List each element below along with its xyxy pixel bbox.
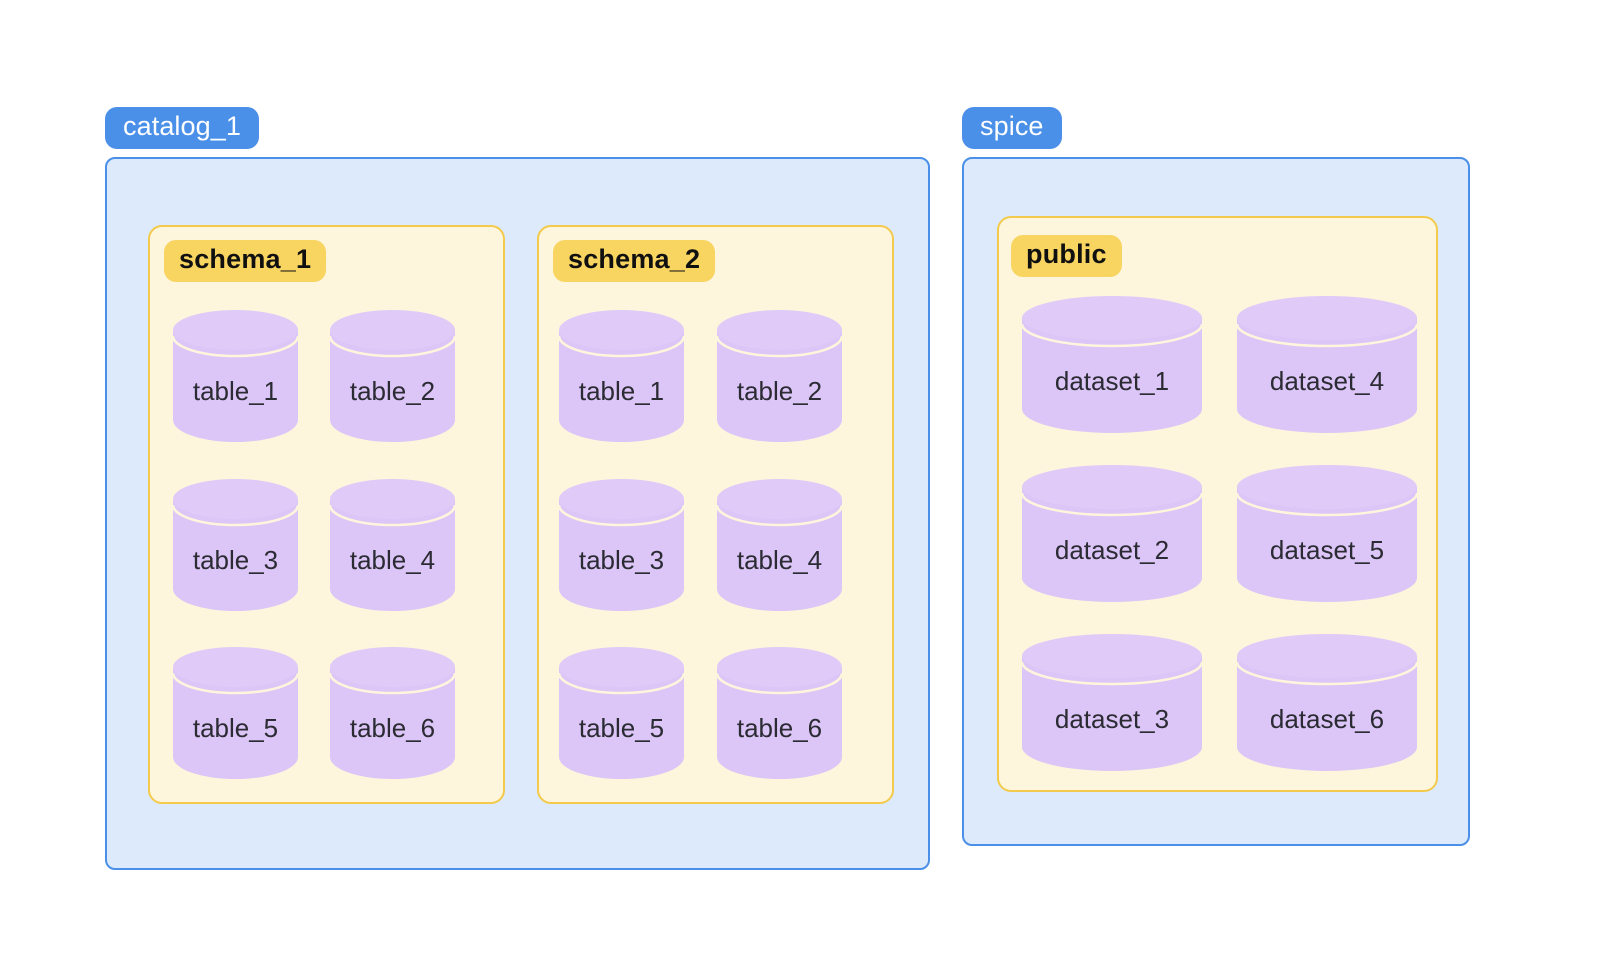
dataset-cylinder-public-dataset_5[interactable]: dataset_5: [1235, 465, 1419, 602]
table-cylinder-schema_1-table_3[interactable]: table_3: [171, 479, 300, 611]
cylinder-icon: [715, 647, 844, 779]
catalog-label-spice[interactable]: spice: [962, 107, 1062, 149]
dataset-cylinder-public-dataset_1[interactable]: dataset_1: [1020, 296, 1204, 433]
table-cylinder-schema_1-table_2[interactable]: table_2: [328, 310, 457, 442]
table-cylinder-schema_2-table_6[interactable]: table_6: [715, 647, 844, 779]
table-cylinder-schema_1-table_5[interactable]: table_5: [171, 647, 300, 779]
table-cylinder-schema_2-table_1[interactable]: table_1: [557, 310, 686, 442]
cylinder-icon: [328, 479, 457, 611]
cylinder-icon: [1235, 465, 1419, 602]
table-cylinder-schema_1-table_6[interactable]: table_6: [328, 647, 457, 779]
cylinder-icon: [1020, 634, 1204, 771]
cylinder-icon: [1020, 296, 1204, 433]
dataset-cylinder-public-dataset_4[interactable]: dataset_4: [1235, 296, 1419, 433]
table-cylinder-schema_2-table_4[interactable]: table_4: [715, 479, 844, 611]
schema-panel-public: public dataset_1 dat: [997, 216, 1438, 792]
table-cylinder-schema_2-table_5[interactable]: table_5: [557, 647, 686, 779]
catalog-box-spice: public dataset_1 dat: [962, 157, 1470, 846]
cylinder-icon: [1235, 296, 1419, 433]
cylinder-icon: [557, 310, 686, 442]
schema-panel-schema_1: schema_1 table_1 tab: [148, 225, 505, 804]
table-cylinder-schema_2-table_2[interactable]: table_2: [715, 310, 844, 442]
catalog-label-catalog_1[interactable]: catalog_1: [105, 107, 259, 149]
table-cylinder-schema_2-table_3[interactable]: table_3: [557, 479, 686, 611]
cylinder-icon: [715, 479, 844, 611]
cylinder-icon: [328, 647, 457, 779]
cylinder-icon: [1235, 634, 1419, 771]
cylinder-icon: [328, 310, 457, 442]
cylinder-icon: [171, 479, 300, 611]
cylinder-icon: [1020, 465, 1204, 602]
dataset-cylinder-public-dataset_2[interactable]: dataset_2: [1020, 465, 1204, 602]
catalog-group-catalog_1: catalog_1 schema_1 table_1: [105, 107, 935, 877]
catalog-group-spice: spice public dataset_1: [962, 107, 1474, 852]
table-cylinder-schema_1-table_1[interactable]: table_1: [171, 310, 300, 442]
schema-label-schema_2[interactable]: schema_2: [553, 240, 716, 282]
schema-label-public[interactable]: public: [1011, 235, 1122, 277]
dataset-cylinder-public-dataset_3[interactable]: dataset_3: [1020, 634, 1204, 771]
schema-label-schema_1[interactable]: schema_1: [164, 240, 327, 282]
cylinder-icon: [557, 647, 686, 779]
cylinder-icon: [557, 479, 686, 611]
cylinder-icon: [171, 647, 300, 779]
table-cylinder-schema_1-table_4[interactable]: table_4: [328, 479, 457, 611]
cylinder-icon: [715, 310, 844, 442]
dataset-cylinder-public-dataset_6[interactable]: dataset_6: [1235, 634, 1419, 771]
cylinder-icon: [171, 310, 300, 442]
schema-panel-schema_2: schema_2 table_1 tab: [537, 225, 894, 804]
catalog-box-catalog_1: schema_1 table_1 tab: [105, 157, 930, 870]
